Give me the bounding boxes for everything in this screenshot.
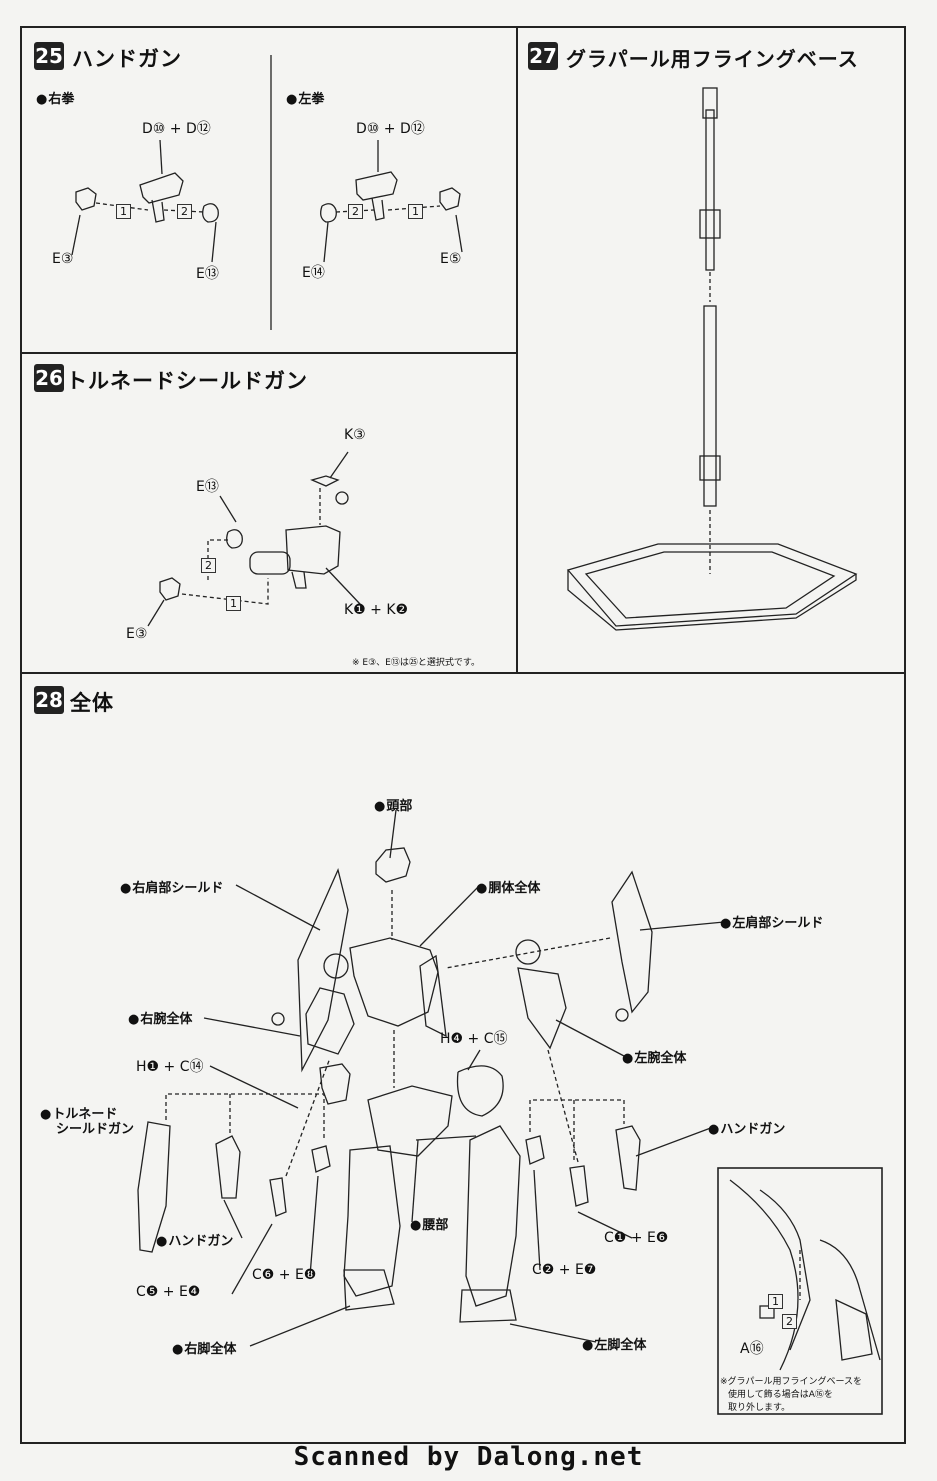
inset-part-a16: A⑯ [740,1341,764,1357]
left-handgun-label: ハンドガン [708,1118,785,1137]
robot-drawing [137,491,725,1347]
step-box-1: 1 [226,596,241,611]
h4-c15-label: H❹ + C⑮ [440,1031,508,1047]
tornado-shield-gun-drawing [147,451,361,627]
step-box-1: 1 [408,204,423,219]
left-hand-part-a: E⑭ [302,265,325,281]
right-arm-label: 右腕全体 [128,1008,192,1027]
head-label: 頭部 [374,795,412,814]
left-gun-parts: D⑩ + D⑫ [356,121,425,137]
handgun-left-drawing [320,140,463,263]
hand-label: E③ [126,626,148,642]
step26-title: トルネードシールドガン [66,369,308,393]
hand-cover-label: E⑬ [196,479,219,495]
h1-c14-label: H❶ + C⑭ [136,1059,204,1075]
top-part-label: K③ [344,427,366,443]
selection-note: ※ E③、E⑬は㉕と選択式です。 [352,658,480,668]
step27-title: グラパール用フライングベース [566,47,859,71]
step28-panel [20,672,906,1444]
right-shoulder-shield-label: 右肩部シールド [120,877,223,896]
left-fist-label: 左拳 [286,88,324,107]
tornado-gun-label: トルネード [40,1103,117,1122]
step28-title: 全体 [70,691,114,715]
inset-note-line1: ※グラパール用フライングベースを [720,1377,863,1387]
right-hand-part-a: E③ [52,251,74,267]
inset-note-line3: 取り外します。 [728,1403,791,1413]
c1-e6-label: C❶ + E❻ [604,1230,669,1246]
torso-label: 胴体全体 [476,877,540,896]
right-leg-label: 右脚全体 [172,1338,236,1357]
left-shoulder-shield-label: 左肩部シールド [720,912,823,931]
left-arm-label: 左腕全体 [622,1047,686,1066]
c6-e8-label: C❻ + E❽ [252,1267,317,1283]
step-box-2: 2 [348,204,363,219]
right-fist-label: 右拳 [36,88,74,107]
step25-number: 25 [34,42,64,70]
step-box-1: 1 [116,204,131,219]
c5-e4-label: C❺ + E❹ [136,1284,201,1300]
right-hand-part-b: E⑬ [196,266,219,282]
left-hand-part-b: E⑤ [440,251,462,267]
handgun-right-drawing [71,139,219,263]
tornado-gun-label-line2: シールドガン [56,1122,135,1137]
step-box-2: 2 [201,558,216,573]
c2-e7-label: C❷ + E❼ [532,1262,597,1278]
inset-note-line2: 使用して飾る場合はA⑯を [728,1390,833,1400]
step28-number: 28 [34,686,64,714]
step25-title: ハンドガン [72,47,182,71]
left-leg-label: 左脚全体 [582,1334,646,1353]
inset-step-box-1: 1 [768,1294,783,1309]
waist-label: 腰部 [410,1214,448,1233]
inset-step-box-2: 2 [782,1314,797,1329]
flying-base-drawing [566,87,858,631]
step27-number: 27 [528,42,558,70]
inset-drawing [717,1167,883,1415]
step26-number: 26 [34,364,64,392]
body-parts-label: K❶ + K❷ [344,602,409,618]
step-box-2: 2 [177,204,192,219]
scan-credit: Scanned by Dalong.net [293,1442,644,1472]
right-gun-parts: D⑩ + D⑫ [142,121,211,137]
right-handgun-label: ハンドガン [156,1230,233,1249]
